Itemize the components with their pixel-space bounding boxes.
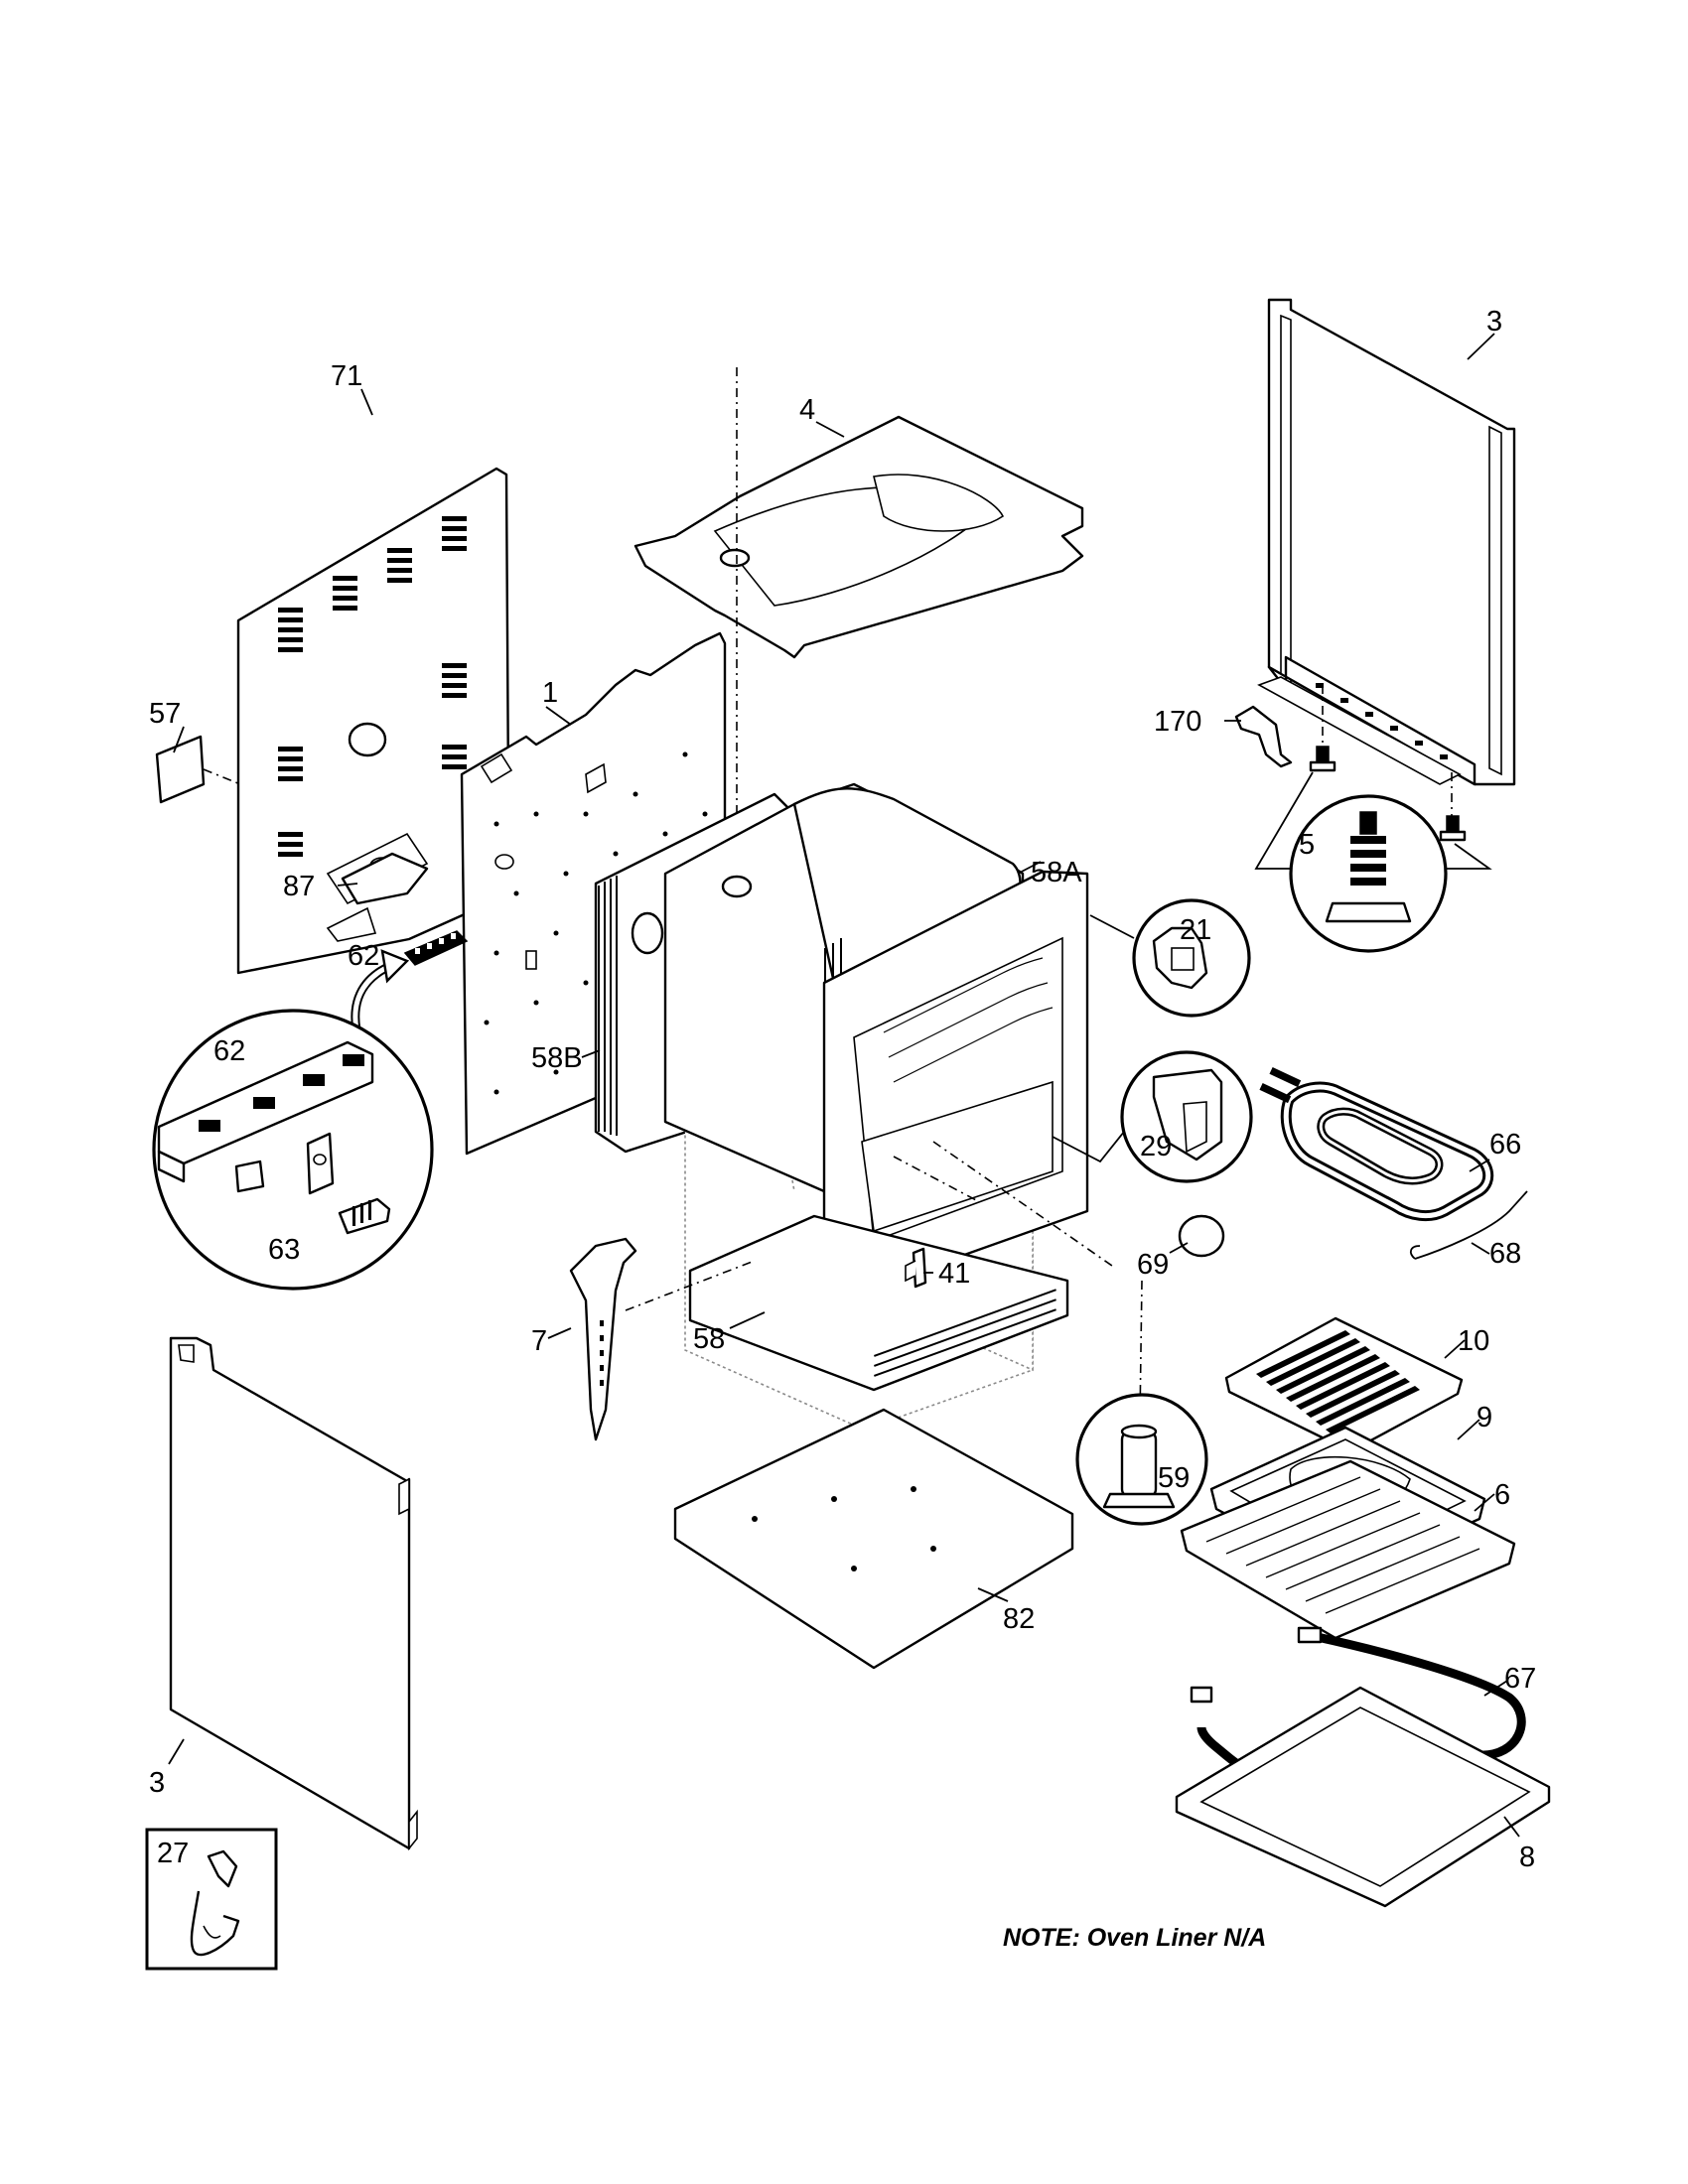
plate-part-57 <box>155 735 206 804</box>
label-part-3-right: 3 <box>1486 306 1502 338</box>
oven-rack-part-6 <box>1180 1459 1516 1640</box>
label-part-66: 66 <box>1489 1129 1521 1160</box>
insulation-bottom-part-58 <box>688 1214 1069 1392</box>
label-part-68: 68 <box>1489 1238 1521 1270</box>
broil-element-part-66 <box>1259 1067 1494 1222</box>
label-part-5: 5 <box>1299 829 1315 861</box>
label-part-170: 170 <box>1154 706 1201 738</box>
label-part-29: 29 <box>1140 1131 1172 1162</box>
label-part-58b: 58B <box>531 1042 583 1074</box>
oven-front-frame <box>822 870 1089 1293</box>
callout-circle-leveling-leg <box>1289 794 1448 953</box>
label-part-58: 58 <box>693 1323 725 1355</box>
bottom-panel-part-82 <box>673 1408 1074 1670</box>
leader-lines <box>168 333 1520 1838</box>
label-part-9: 9 <box>1477 1402 1492 1433</box>
bracket-part-87 <box>341 852 429 905</box>
part-27-box <box>145 1828 278 1971</box>
leveling-leg-small-1 <box>1309 746 1336 772</box>
broiler-grid-part-10 <box>1224 1316 1464 1453</box>
label-part-71: 71 <box>331 360 362 392</box>
label-part-41: 41 <box>938 1258 970 1290</box>
side-panel-left-part <box>169 1336 418 1851</box>
label-part-57: 57 <box>149 698 181 730</box>
label-part-62-callout: 62 <box>213 1035 245 1067</box>
label-part-67: 67 <box>1504 1663 1536 1695</box>
terminal-block-part-62 <box>403 930 469 966</box>
label-part-21: 21 <box>1180 914 1211 946</box>
label-part-63: 63 <box>268 1234 300 1266</box>
side-panel-right-part <box>1257 298 1516 786</box>
label-part-4: 4 <box>799 394 815 426</box>
label-part-1: 1 <box>542 677 558 709</box>
door-hinge-part-7 <box>569 1237 637 1441</box>
label-part-58a: 58A <box>1031 857 1082 888</box>
cap-part-69 <box>1178 1214 1225 1258</box>
top-panel-part-4 <box>633 415 1084 659</box>
callout-circle-part-59 <box>1075 1393 1208 1526</box>
callout-circle-part-21 <box>1132 898 1251 1018</box>
label-part-6: 6 <box>1494 1479 1510 1511</box>
clip-part-41 <box>905 1247 927 1289</box>
callout-circle-part-29 <box>1120 1050 1253 1183</box>
label-part-8: 8 <box>1519 1842 1535 1873</box>
label-part-27: 27 <box>157 1838 189 1869</box>
leveling-leg-small-2 <box>1439 815 1467 842</box>
label-part-7: 7 <box>531 1325 547 1357</box>
label-part-87: 87 <box>283 871 315 902</box>
bottom-tray-part-8 <box>1175 1686 1551 1908</box>
callout-circle-terminal-block <box>152 1009 434 1291</box>
label-part-82: 82 <box>1003 1603 1035 1635</box>
label-part-62-main: 62 <box>348 940 379 972</box>
label-part-3-left: 3 <box>149 1767 165 1799</box>
note-oven-liner: NOTE: Oven Liner N/A <box>1003 1924 1266 1952</box>
bracket-part-170 <box>1234 705 1293 768</box>
wire-part-68 <box>1409 1190 1528 1260</box>
label-part-10: 10 <box>1458 1325 1489 1357</box>
label-part-69: 69 <box>1137 1249 1169 1281</box>
label-part-59: 59 <box>1158 1462 1190 1494</box>
